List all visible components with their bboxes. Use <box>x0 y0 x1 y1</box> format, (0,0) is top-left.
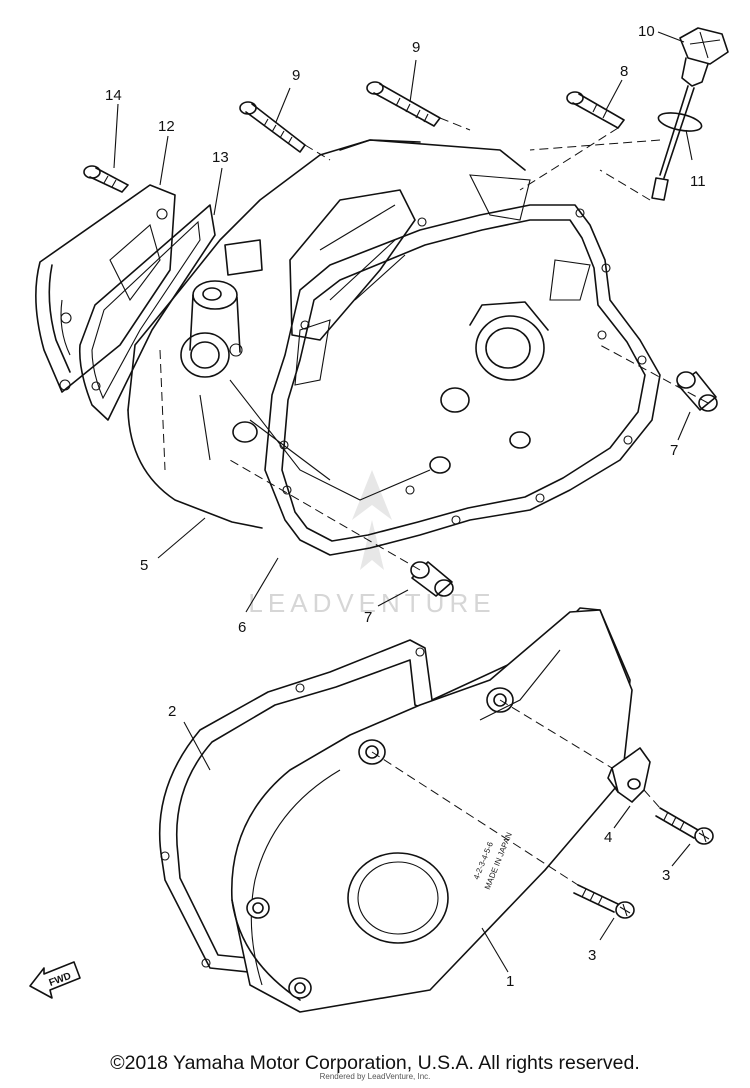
part-5-crankcase-cover <box>127 139 591 529</box>
part-label-14: 14 <box>105 87 122 104</box>
part-9-bolt-left <box>239 101 306 153</box>
part-label-7b: 7 <box>364 609 372 626</box>
part-label-2: 2 <box>168 703 176 720</box>
part-label-12: 12 <box>158 118 175 135</box>
part-3-screw-lower <box>573 884 635 919</box>
part-7-dowel-pin-upper <box>676 371 718 412</box>
callouts: 10 9 9 8 11 14 12 13 7 5 6 7 2 <box>105 23 706 990</box>
exploded-parts-diagram: LEADVENTURE <box>29 23 729 1013</box>
part-6-gasket <box>264 204 661 556</box>
part-label-3a: 3 <box>662 867 670 884</box>
fwd-arrow-icon: FWD <box>29 961 81 999</box>
part-label-8: 8 <box>620 63 628 80</box>
part-10-oil-dipstick <box>651 27 729 201</box>
part-label-13: 13 <box>212 149 229 166</box>
part-1-crankcase-cover: 4-2-3-4-5-6 MADE IN JAPAN <box>230 609 633 1013</box>
part-label-7a: 7 <box>670 442 678 459</box>
part-14-screw <box>83 165 129 193</box>
part-label-4: 4 <box>604 829 612 846</box>
part-label-3b: 3 <box>588 947 596 964</box>
part-11-o-ring <box>657 112 703 132</box>
part-label-10: 10 <box>638 23 655 40</box>
part-9-bolt-right <box>366 81 441 127</box>
part-8-bolt <box>566 91 625 129</box>
part-12-cover <box>35 184 176 393</box>
part-label-9a: 9 <box>292 67 300 84</box>
part-label-1: 1 <box>506 973 514 990</box>
part-3-screw-upper <box>655 807 714 845</box>
copyright-notice: ©2018 Yamaha Motor Corporation, U.S.A. A… <box>110 1052 640 1074</box>
part-label-5: 5 <box>140 557 148 574</box>
part-13-gasket <box>78 204 216 421</box>
part-label-11: 11 <box>690 173 706 190</box>
rendered-by-notice: Rendered by LeadVenture, Inc. <box>319 1072 431 1081</box>
part-7-dowel-pin-lower <box>410 561 454 597</box>
part-label-9b: 9 <box>412 39 420 56</box>
part-label-6: 6 <box>238 619 246 636</box>
